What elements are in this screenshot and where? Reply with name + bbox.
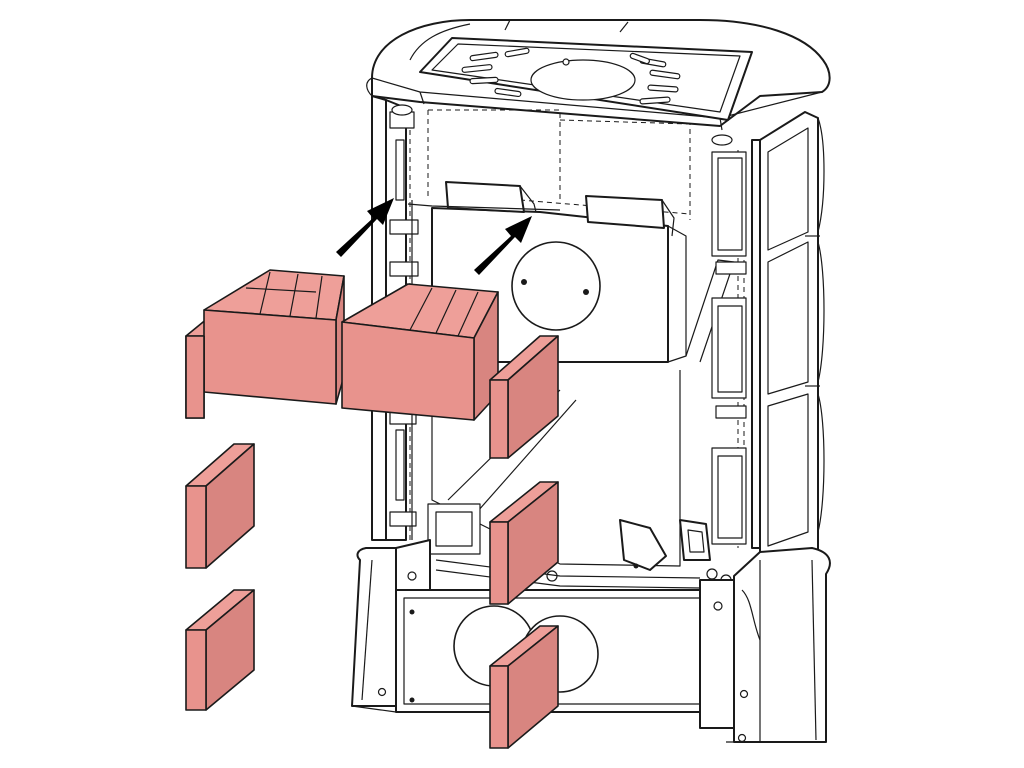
side-brick-right-lower bbox=[489, 625, 559, 749]
right-side-panels bbox=[751, 111, 825, 561]
insert-direction-arrow-right bbox=[474, 216, 532, 275]
insertion-arrows bbox=[336, 198, 532, 275]
insert-direction-arrow-left bbox=[336, 198, 394, 257]
side-brick-right-upper bbox=[489, 335, 559, 459]
side-brick-left-upper bbox=[185, 335, 205, 419]
stove-body bbox=[351, 19, 831, 743]
right-clamp-hardware bbox=[706, 134, 747, 586]
stove-base bbox=[351, 539, 831, 743]
top-baffle-brick-right bbox=[341, 283, 499, 421]
grill-slots bbox=[461, 47, 681, 105]
baffle-support-brackets bbox=[407, 181, 675, 237]
side-brick-left-lower bbox=[185, 589, 255, 711]
top-grill-plate bbox=[419, 37, 753, 121]
refractory-bricks bbox=[185, 269, 559, 749]
ash-grate-area bbox=[427, 362, 711, 589]
top-baffle-brick-left bbox=[185, 269, 345, 419]
side-brick-right-middle bbox=[489, 481, 559, 605]
flue-opening bbox=[511, 241, 601, 331]
side-brick-left-middle bbox=[185, 443, 255, 569]
